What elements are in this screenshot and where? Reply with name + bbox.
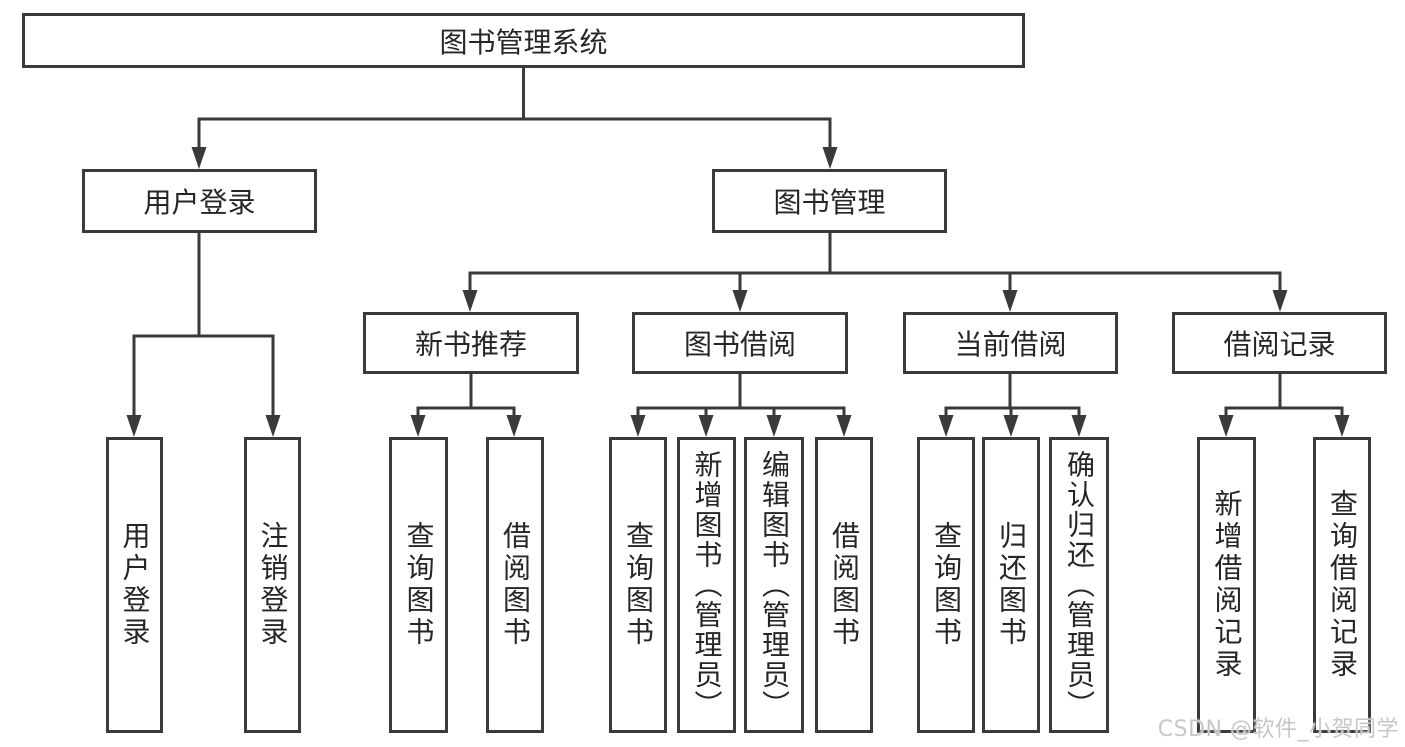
node-label: 借阅图书 [828, 521, 861, 649]
node-new-book-recommend: 新书推荐 [363, 312, 579, 374]
node-label: 新增借阅记录 [1210, 489, 1244, 681]
node-label: 当前借阅 [954, 328, 1067, 361]
node-label: 用户登录 [118, 521, 152, 649]
node-leaf-add-borrow-record: 新增借阅记录 [1197, 437, 1256, 733]
watermark: CSDN @软件_小贺同学 [1157, 717, 1399, 742]
node-leaf-query-books-recommend: 查询图书 [389, 437, 448, 733]
node-current-borrowing: 当前借阅 [903, 312, 1118, 374]
node-leaf-add-book-admin: 新增图书（管理员） [677, 437, 736, 733]
node-book-management: 图书管理 [712, 169, 947, 233]
node-leaf-confirm-return-admin: 确认归还（管理员） [1049, 437, 1109, 733]
node-label: 用户登录 [143, 186, 256, 219]
node-label: 编辑图书（管理员） [758, 450, 791, 720]
node-leaf-query-books-current: 查询图书 [917, 437, 975, 733]
node-label: 借阅图书 [499, 521, 532, 649]
node-label: 图书管理 [773, 186, 886, 219]
node-label: 新书推荐 [414, 328, 527, 361]
node-book-borrowing: 图书借阅 [632, 312, 848, 374]
node-leaf-edit-book-admin: 编辑图书（管理员） [744, 437, 804, 733]
node-root: 图书管理系统 [22, 13, 1025, 68]
node-leaf-query-borrow-record: 查询借阅记录 [1313, 437, 1371, 733]
node-label: 注销登录 [256, 521, 290, 649]
node-label: 查询图书 [930, 521, 963, 649]
node-label: 归还图书 [995, 521, 1028, 649]
node-borrowing-records: 借阅记录 [1172, 312, 1387, 374]
node-label: 查询借阅记录 [1326, 489, 1359, 681]
node-leaf-logout: 注销登录 [244, 437, 301, 733]
node-label: 查询图书 [622, 521, 655, 649]
node-label: 确认归还（管理员） [1063, 450, 1096, 720]
node-user-login: 用户登录 [82, 169, 317, 233]
node-leaf-borrow-books-recommend: 借阅图书 [486, 437, 544, 733]
node-label: 图书借阅 [683, 328, 796, 361]
node-label: 图书管理系统 [439, 25, 608, 59]
node-leaf-query-books-borrowing: 查询图书 [609, 437, 667, 733]
node-label: 新增图书（管理员） [690, 450, 724, 720]
node-leaf-user-login: 用户登录 [106, 437, 163, 733]
node-label: 借阅记录 [1223, 328, 1336, 361]
node-leaf-return-book: 归还图书 [982, 437, 1040, 733]
node-label: 查询图书 [402, 521, 436, 649]
node-leaf-borrow-books-borrowing: 借阅图书 [815, 437, 873, 733]
